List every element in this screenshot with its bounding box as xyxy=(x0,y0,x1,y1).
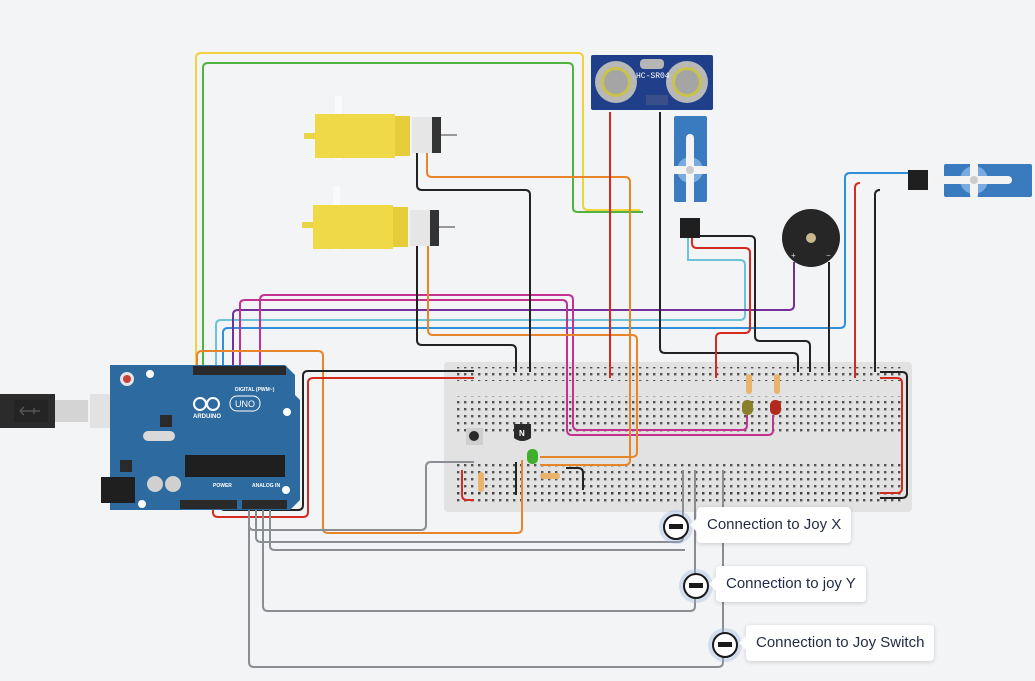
wire-red[interactable] xyxy=(212,377,474,518)
digital-label: DIGITAL (PWM~) xyxy=(235,387,275,393)
svg-text:UNO: UNO xyxy=(235,399,255,409)
servo-1[interactable] xyxy=(671,116,709,238)
svg-text:ARDUINO: ARDUINO xyxy=(193,414,221,420)
analog-header xyxy=(242,500,287,509)
wire-black[interactable] xyxy=(659,112,799,372)
usb-icon xyxy=(19,406,40,416)
wire-black[interactable] xyxy=(874,189,881,372)
resistor-4[interactable] xyxy=(774,374,780,394)
power-label: POWER xyxy=(213,483,232,489)
led-green[interactable] xyxy=(527,449,538,464)
dc-motor-1[interactable] xyxy=(304,96,457,160)
wire-magenta[interactable] xyxy=(239,299,774,436)
analog-in-label: ANALOG IN xyxy=(252,483,280,489)
callout-joy-switch: Connection to Joy Switch xyxy=(738,625,935,661)
sensor-label: HC-SR04 xyxy=(636,72,670,81)
piezo-buzzer[interactable]: + − xyxy=(782,209,840,267)
wire-black[interactable] xyxy=(697,235,811,372)
power-jack xyxy=(101,477,135,503)
wire-red[interactable] xyxy=(880,377,903,494)
led-yellow[interactable] xyxy=(742,400,753,415)
wire-gray[interactable] xyxy=(269,505,685,551)
wire-red[interactable] xyxy=(461,470,474,501)
buzzer-minus-label: − xyxy=(826,251,831,260)
usb-cable[interactable] xyxy=(0,394,112,428)
wire-gray[interactable] xyxy=(248,470,724,668)
transistor-label: N xyxy=(519,429,525,438)
digital-header xyxy=(193,366,286,375)
remove-annotation-joy-x-button[interactable] xyxy=(663,514,689,540)
servo-2[interactable] xyxy=(908,161,1032,199)
npn-transistor[interactable]: N xyxy=(514,424,531,441)
wire-black[interactable] xyxy=(416,246,517,372)
remove-annotation-joy-switch-button[interactable] xyxy=(712,632,738,658)
wire-blue[interactable] xyxy=(222,172,908,366)
breadboard[interactable] xyxy=(444,362,912,512)
wire-red[interactable] xyxy=(691,236,751,378)
wires xyxy=(195,52,908,668)
callout-joy-x: Connection to Joy X xyxy=(689,507,852,543)
resistor-2[interactable] xyxy=(540,473,560,479)
arduino-logo: ARDUINO UNO xyxy=(193,395,261,420)
wire-black[interactable] xyxy=(416,153,531,372)
wire-red[interactable] xyxy=(854,182,861,378)
ultrasonic-sensor-hc-sr04[interactable]: HC-SR04 xyxy=(591,55,713,110)
wire-gray[interactable] xyxy=(248,461,474,531)
wire-black[interactable] xyxy=(880,371,908,499)
remove-annotation-joy-y-button[interactable] xyxy=(683,573,709,599)
wire-orange[interactable] xyxy=(427,246,638,458)
led-red[interactable] xyxy=(770,400,781,415)
microcontroller-chip xyxy=(185,455,285,477)
wire-gray[interactable] xyxy=(262,470,696,612)
resistor-3[interactable] xyxy=(746,374,752,394)
wire-yellow[interactable] xyxy=(195,52,640,366)
buzzer-plus-label: + xyxy=(791,251,796,260)
wire-lightblue[interactable] xyxy=(215,238,746,366)
resistor-1[interactable] xyxy=(478,472,484,492)
reset-button[interactable] xyxy=(123,375,131,383)
power-header xyxy=(180,500,237,509)
wire-black[interactable] xyxy=(566,467,584,490)
callout-joy-y: Connection to joy Y xyxy=(709,566,866,602)
wire-green[interactable] xyxy=(202,62,643,366)
wire-purple[interactable] xyxy=(232,262,795,366)
arduino-uno[interactable]: DIGITAL (PWM~) ARDUINO UNO POWER ANALOG … xyxy=(101,365,300,510)
dc-motor-2[interactable] xyxy=(302,186,455,250)
push-button[interactable] xyxy=(466,428,483,445)
wire-orange[interactable] xyxy=(196,350,523,534)
wire-magenta[interactable] xyxy=(259,294,748,431)
wire-orange[interactable] xyxy=(426,153,631,466)
wire-gray[interactable] xyxy=(255,470,684,543)
